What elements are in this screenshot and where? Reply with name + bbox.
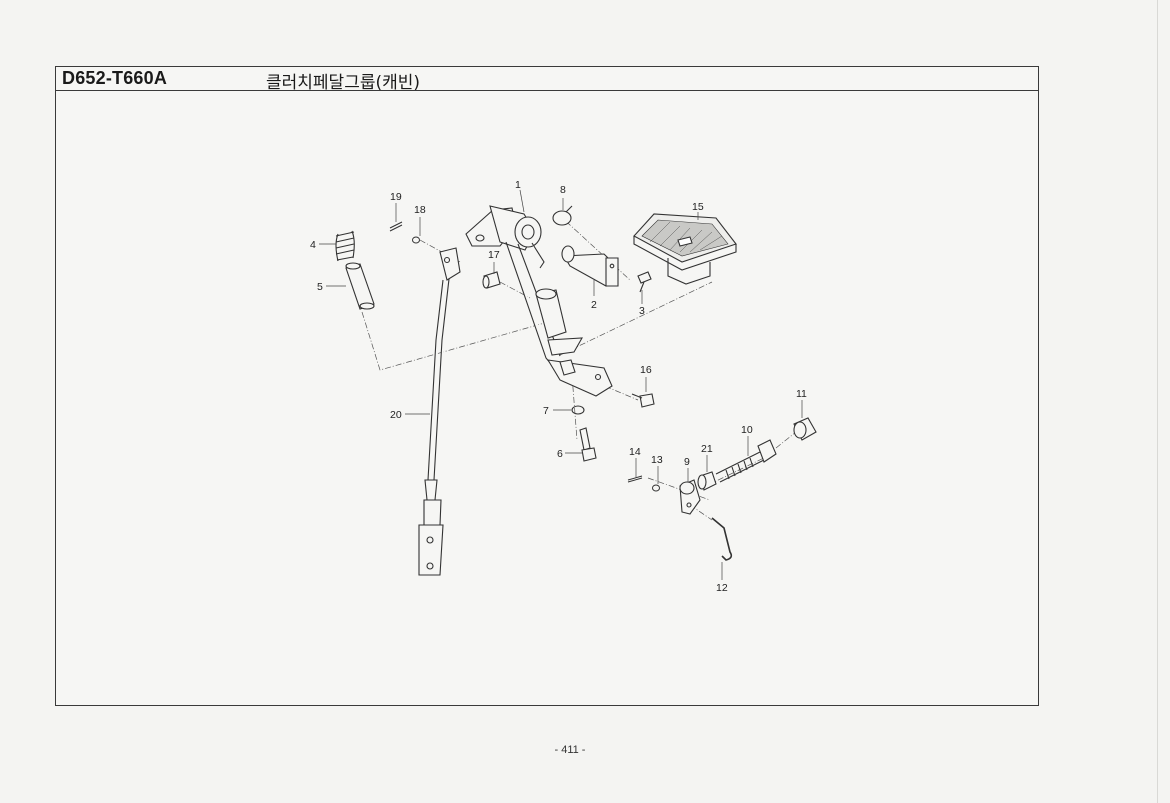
part-3-bolt (637, 271, 652, 293)
leader-lines (319, 189, 803, 580)
part-2-shaft (561, 245, 619, 287)
part-4-spring (335, 230, 355, 262)
page-number: - 411 - (554, 744, 586, 756)
part-5-sleeve (345, 262, 375, 310)
part-17-pin (482, 271, 501, 289)
callout-15: 15 (692, 201, 704, 213)
part-18-washer (412, 236, 420, 244)
callout-2: 2 (591, 299, 597, 311)
part-21-nut (697, 471, 717, 491)
callout-11: 11 (796, 388, 807, 400)
callout-21: 21 (701, 443, 713, 455)
page-edge-line (1157, 0, 1158, 803)
header-band: D652-T660A 클러치페달그룹(캐빈) (56, 67, 1038, 93)
part-16-bolt (631, 393, 655, 408)
part-11-bushing (793, 417, 817, 441)
part-13-washer (652, 484, 660, 492)
callout-13: 13 (651, 454, 663, 466)
part-8-stopper (552, 205, 573, 226)
callout-3: 3 (639, 305, 645, 317)
part-12-bent-rod (711, 517, 733, 561)
part-20-rod (418, 247, 461, 576)
callout-5: 5 (317, 281, 323, 293)
part-15-pedal-pad (633, 213, 737, 285)
callout-7: 7 (543, 405, 549, 417)
callout-16: 16 (640, 364, 652, 376)
callout-20: 20 (390, 409, 402, 421)
callout-10: 10 (741, 424, 753, 436)
part-10-bolt (715, 439, 777, 483)
group-title: 클러치페달그룹(캐빈) (266, 73, 421, 93)
callout-4: 4 (310, 239, 316, 251)
callout-labels: 1 2 3 4 5 6 7 8 9 10 11 12 13 14 15 16 1… (310, 179, 807, 594)
group-code: D652-T660A (62, 68, 168, 88)
callout-6: 6 (557, 448, 563, 460)
callout-8: 8 (560, 184, 566, 196)
callout-19: 19 (390, 191, 402, 203)
part-9-yoke (679, 479, 701, 515)
diagram-frame: D652-T660A 클러치페달그룹(캐빈) (55, 66, 1039, 706)
callout-14: 14 (629, 446, 641, 458)
part-7-washer (571, 405, 585, 415)
callout-12: 12 (716, 582, 728, 594)
part-1-pedal-arm (465, 205, 613, 397)
callout-17: 17 (488, 249, 500, 261)
callout-1: 1 (515, 179, 521, 191)
part-19-cotter-pin (389, 221, 403, 232)
callout-18: 18 (414, 204, 426, 216)
callout-9: 9 (684, 456, 690, 468)
part-14-pin (627, 475, 643, 483)
part-6-bolt (579, 427, 597, 462)
